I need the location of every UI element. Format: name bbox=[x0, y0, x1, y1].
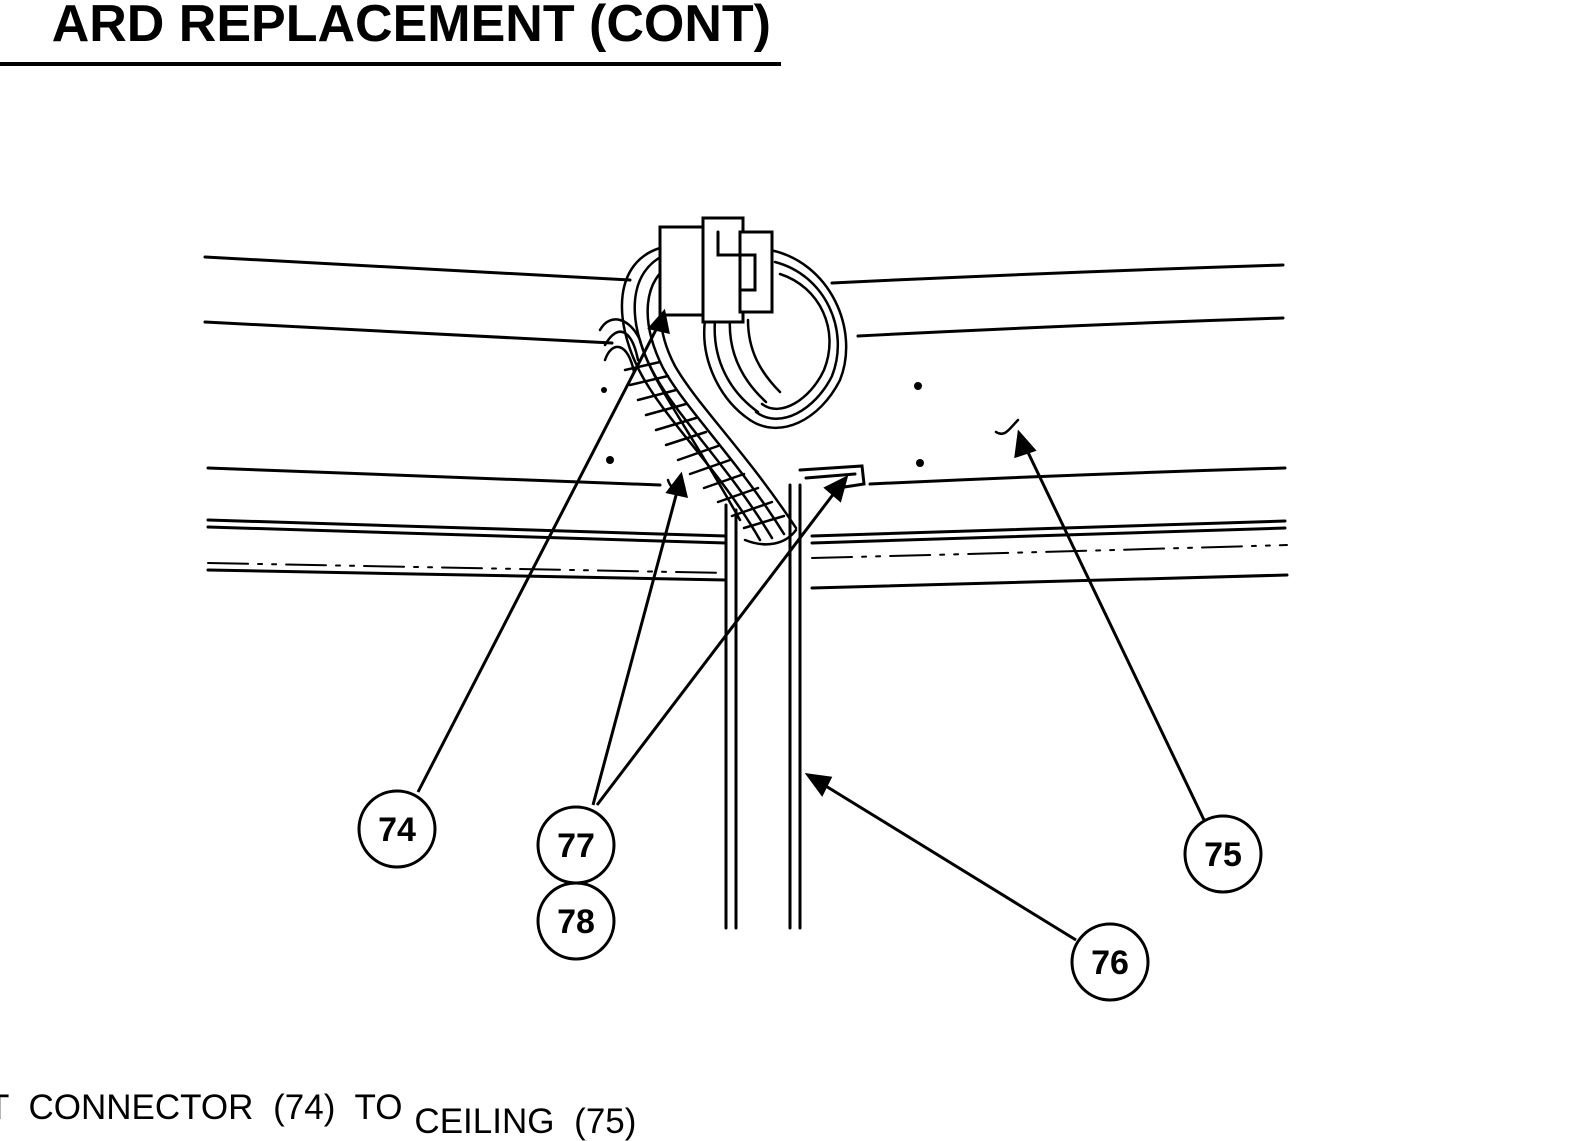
step-text-part2: CEILING (75) bbox=[414, 1102, 637, 1141]
leader-lines bbox=[416, 308, 1206, 942]
svg-text:77: 77 bbox=[557, 827, 595, 865]
wiring-harness-bundle bbox=[598, 246, 848, 546]
rivets bbox=[601, 382, 924, 467]
connector bbox=[658, 216, 774, 324]
harness-clip bbox=[798, 464, 866, 490]
callout-76: 76 bbox=[1070, 922, 1150, 1002]
svg-text:76: 76 bbox=[1091, 944, 1129, 982]
step-text-part1: T CONNECTOR (74) TO bbox=[0, 1088, 403, 1127]
svg-text:74: 74 bbox=[378, 811, 416, 849]
ceiling-panel-lines bbox=[203, 255, 1289, 590]
svg-text:78: 78 bbox=[557, 903, 595, 941]
callout-74: 74 bbox=[357, 789, 437, 869]
vertical-rails bbox=[724, 483, 802, 930]
svg-text:75: 75 bbox=[1204, 836, 1242, 874]
callout-77: 77 bbox=[536, 805, 616, 885]
callout-75: 75 bbox=[1183, 814, 1263, 894]
section-title: ARD REPLACEMENT (CONT) bbox=[51, 0, 771, 53]
callout-78: 78 bbox=[536, 881, 616, 961]
procedure-step-text: T CONNECTOR (74) TO CEILING (75) bbox=[0, 1088, 636, 1141]
page-header: ARD REPLACEMENT (CONT) bbox=[0, 0, 781, 66]
